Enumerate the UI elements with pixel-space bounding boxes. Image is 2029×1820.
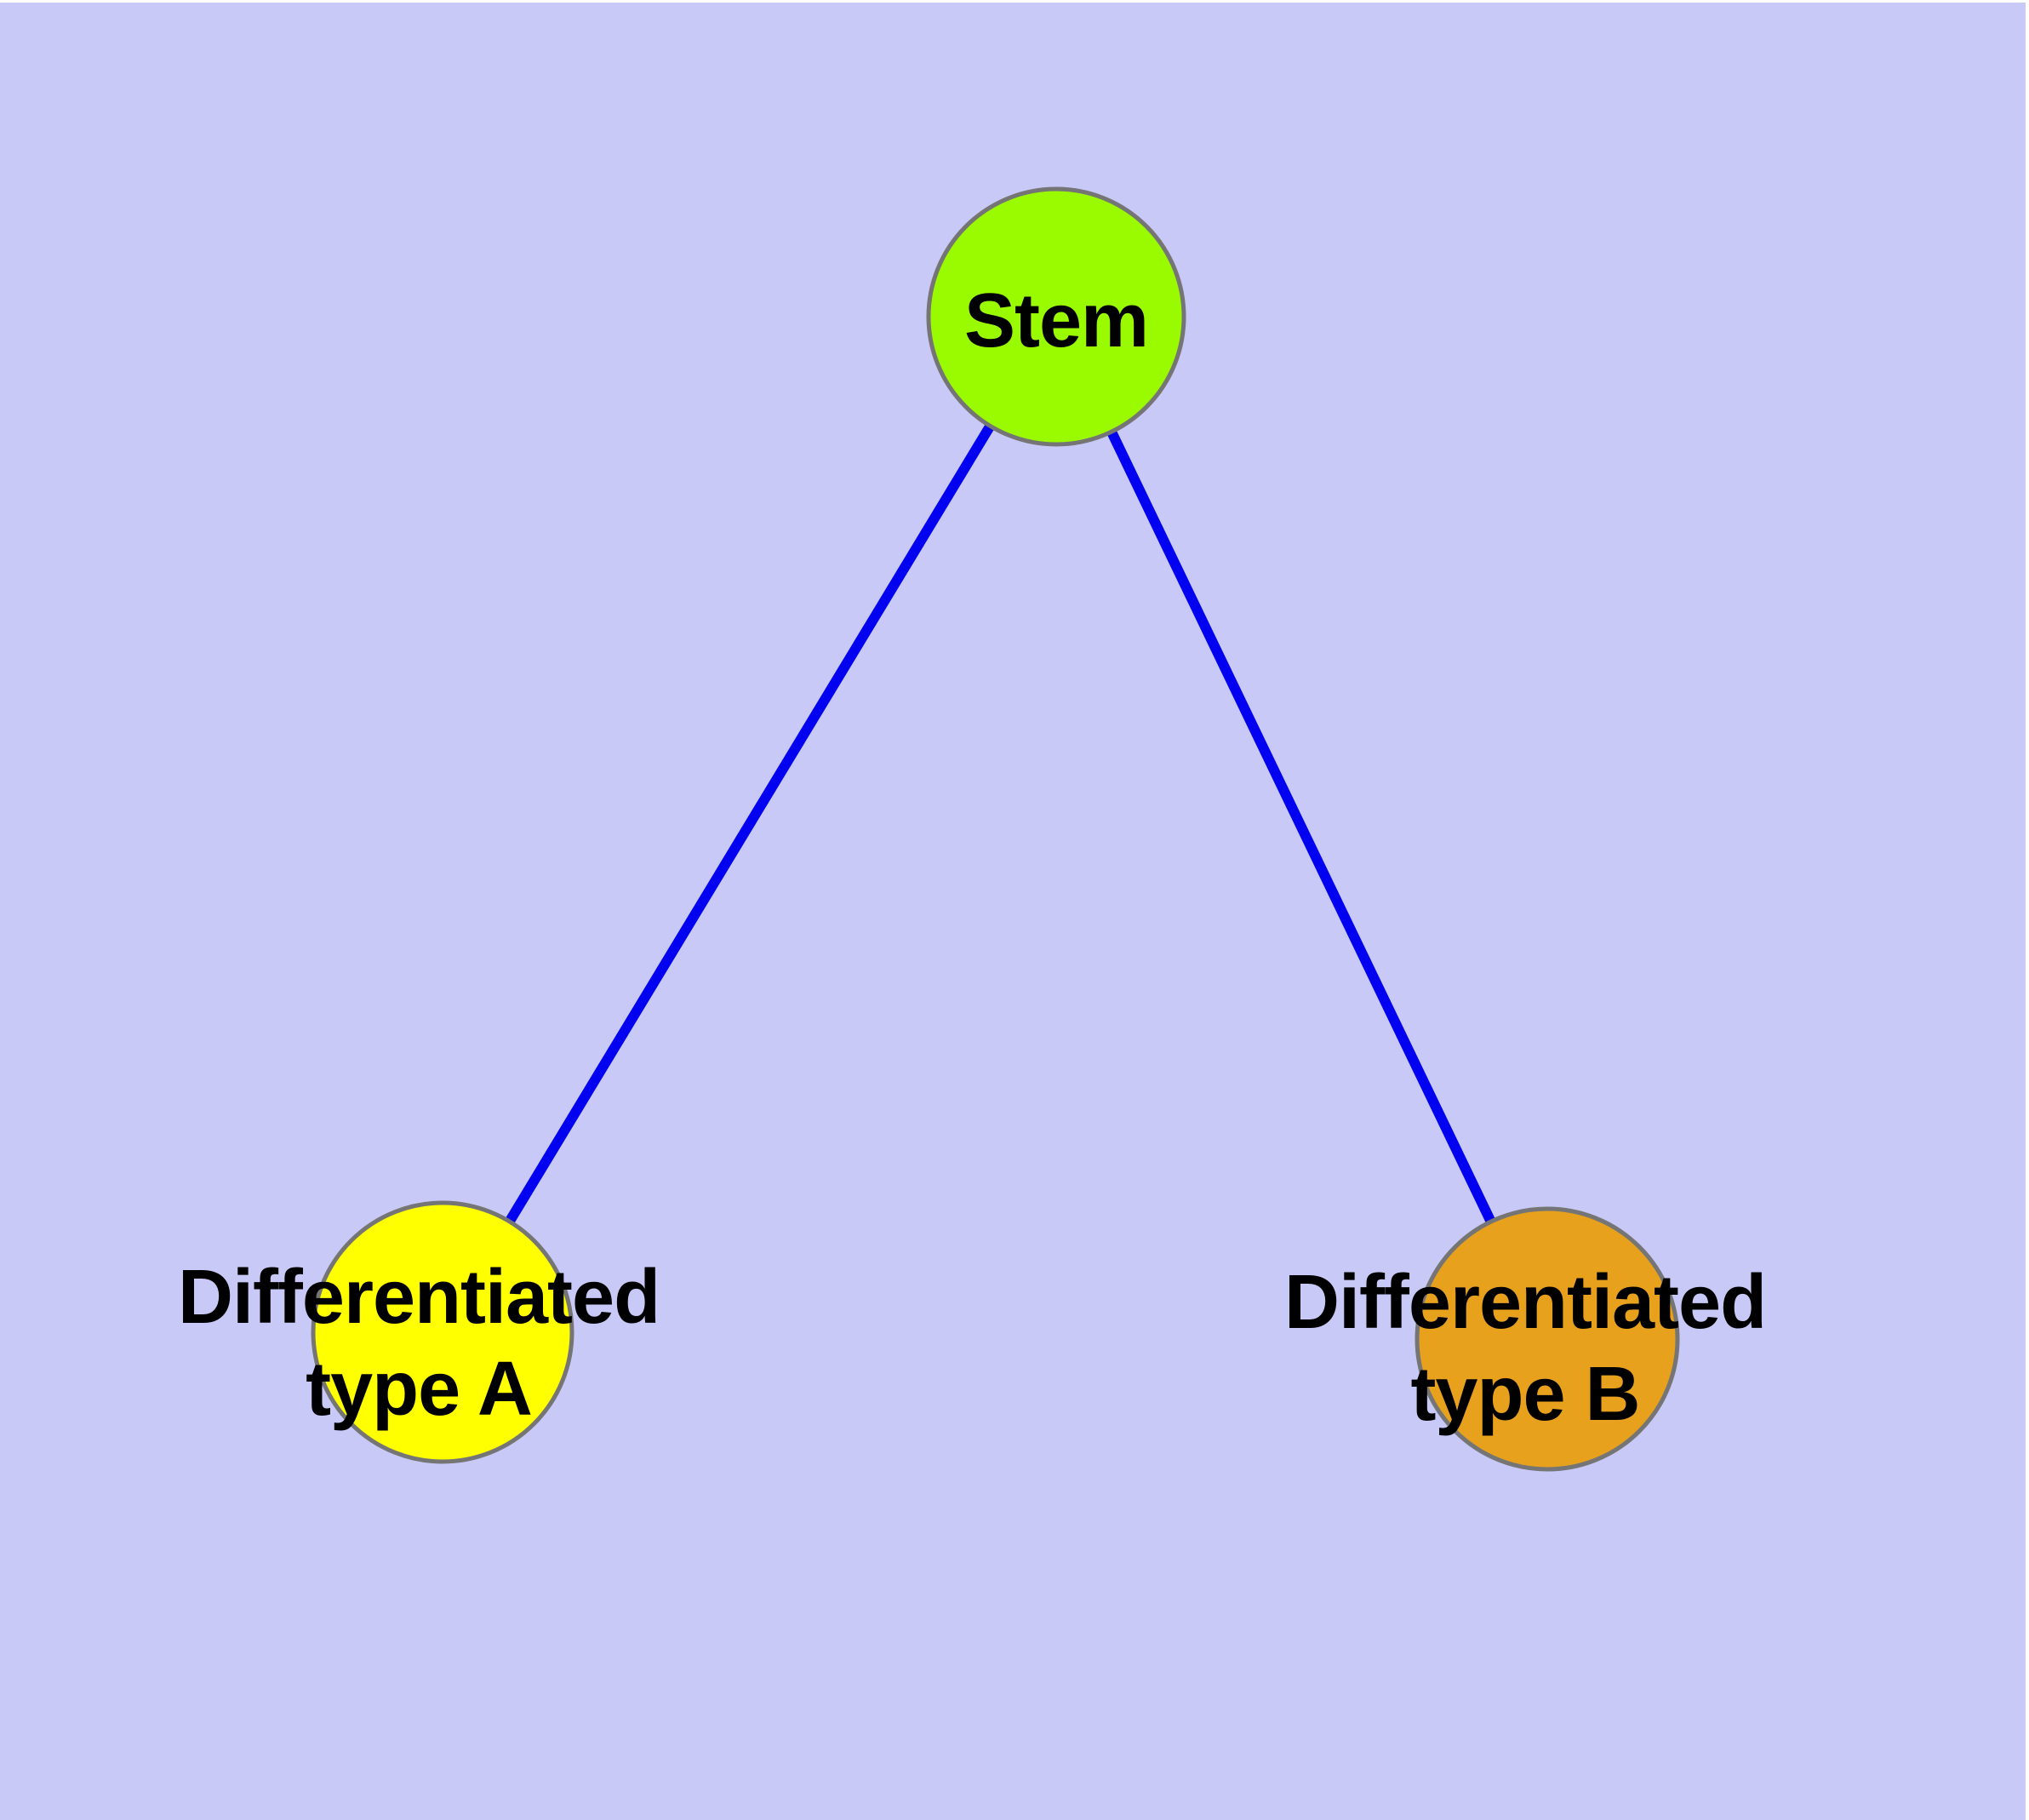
node-type-a-label: Differentiated type A — [178, 1251, 660, 1435]
node-type-b-label-line2: type B — [1410, 1352, 1640, 1437]
node-type-b-label: Differentiated type B — [1283, 1256, 1767, 1440]
edge-stem-to-type-a — [437, 313, 1061, 1336]
node-type-b-label-line1: Differentiated — [1283, 1260, 1767, 1345]
node-type-a-circle — [311, 1200, 574, 1464]
node-type-b — [1415, 1206, 1680, 1472]
node-type-a-label-line2: type A — [306, 1347, 533, 1432]
node-stem-label: Stem — [963, 278, 1149, 363]
node-stem — [926, 186, 1186, 447]
node-type-a-label-line1: Differentiated — [177, 1255, 660, 1340]
node-type-b-circle — [1415, 1206, 1680, 1472]
node-type-a — [311, 1200, 574, 1464]
edge-stem-to-type-b — [1051, 314, 1552, 1342]
node-stem-circle — [926, 186, 1186, 447]
